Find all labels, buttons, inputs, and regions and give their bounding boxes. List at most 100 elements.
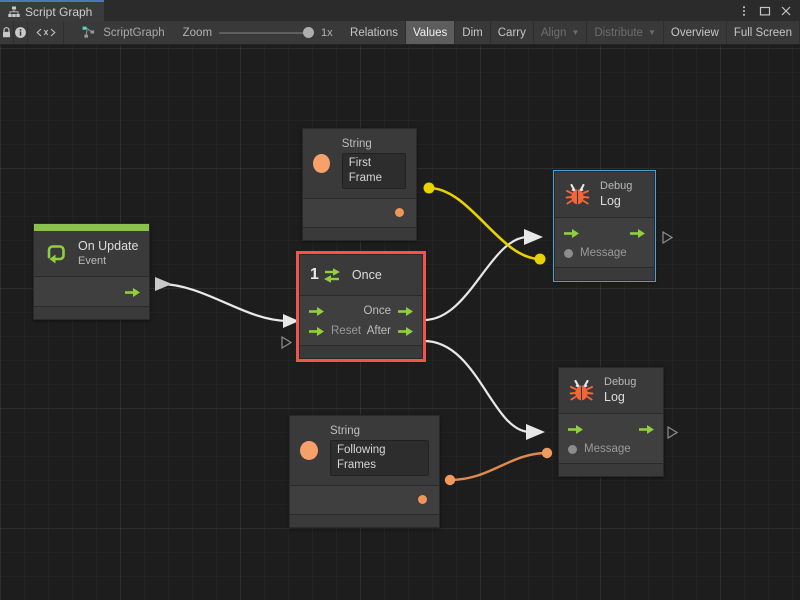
graph-canvas[interactable]: On Update Event String First Frame: [0, 45, 800, 600]
node-footer: [303, 226, 416, 240]
flow-input-arrow-icon[interactable]: [309, 326, 324, 337]
node-footer: [555, 267, 654, 281]
chevron-down-icon: ▼: [571, 27, 580, 37]
toolbar-button-relations[interactable]: Relations: [343, 21, 406, 44]
tab-script-graph[interactable]: Script Graph: [0, 0, 105, 21]
toolbar-button-distribute-label: Distribute: [594, 26, 643, 39]
wire-onupdate-to-once[interactable]: [159, 282, 289, 323]
node-body: [303, 197, 416, 227]
port-row-message: Message: [559, 439, 663, 459]
node-debug-log-1[interactable]: Debug Log Message: [553, 169, 656, 283]
port-row-output-flow: [34, 282, 149, 302]
window-tab-strip: Script Graph: [0, 0, 800, 21]
wire-debuglog2-input-arrow: [526, 424, 545, 440]
string-value-field[interactable]: First Frame: [341, 153, 406, 189]
code-view-button[interactable]: [28, 21, 64, 44]
toolbar-button-carry[interactable]: Carry: [491, 21, 534, 44]
debuglog1-flow-external-port-icon[interactable]: [662, 231, 673, 244]
node-title: On Update: [78, 239, 139, 253]
node-once[interactable]: 1 Once Once: [296, 251, 426, 362]
chevron-down-icon: ▼: [647, 27, 656, 37]
angle-brackets-icon: [35, 28, 56, 37]
node-subtitle: Event: [78, 254, 107, 267]
close-icon[interactable]: [780, 5, 792, 17]
node-debug-log-2[interactable]: Debug Log Message: [558, 367, 664, 478]
node-title: String: [341, 138, 372, 150]
wire-once-to-debuglog2[interactable]: [423, 339, 531, 434]
reset-input-label: Reset: [331, 325, 362, 337]
toolbar-button-align-label: Align: [540, 26, 567, 39]
once-output-label: Once: [363, 305, 392, 317]
message-input-label: Message: [580, 247, 627, 260]
wire-string1-target-knob: [534, 253, 546, 265]
toolbar-button-values[interactable]: Values: [405, 21, 456, 44]
node-title-group: String Following Frames: [329, 425, 429, 476]
kebab-menu-icon[interactable]: [738, 5, 750, 17]
toolbar-button-distribute[interactable]: Distribute ▼: [587, 21, 664, 44]
node-body: Message: [559, 414, 663, 464]
flow-output-arrow-icon[interactable]: [125, 287, 140, 298]
flow-output-arrow-icon[interactable]: [639, 424, 654, 435]
node-header: String First Frame: [303, 129, 416, 198]
maximize-icon[interactable]: [759, 5, 771, 17]
node-string-following-frames[interactable]: String Following Frames: [289, 415, 440, 528]
value-output-port[interactable]: [395, 208, 404, 218]
flow-input-arrow-icon[interactable]: [568, 424, 583, 435]
message-input-port[interactable]: [564, 248, 573, 258]
node-on-update[interactable]: On Update Event: [33, 223, 150, 321]
bug-icon: [565, 184, 590, 205]
port-row-once: Once: [300, 301, 422, 321]
graph-name-field[interactable]: ScriptGraph: [70, 21, 174, 44]
zoom-control[interactable]: Zoom 1x: [175, 21, 343, 44]
string-value-field[interactable]: Following Frames: [329, 440, 429, 476]
port-row-reset-after: Reset After: [300, 321, 422, 341]
node-header: 1 Once: [300, 255, 422, 296]
node-subtitle: Log: [604, 389, 625, 404]
node-body: Message: [555, 218, 654, 268]
node-body: [290, 484, 439, 514]
graph-toolbar: ScriptGraph Zoom 1x Relations Values Dim…: [0, 21, 800, 45]
toolbar-button-align[interactable]: Align ▼: [534, 21, 588, 44]
toolbar-button-dim[interactable]: Dim: [455, 21, 491, 44]
once-icon-group: 1: [310, 264, 343, 286]
message-input-group: Message: [568, 443, 631, 455]
port-row-flow: [559, 419, 663, 439]
once-counter-icon: [323, 268, 340, 283]
node-string-first-frame[interactable]: String First Frame: [302, 128, 417, 241]
flow-input-arrow-icon[interactable]: [309, 306, 324, 317]
wire-debuglog1-input-arrow: [524, 229, 543, 245]
toolbar-button-full-screen[interactable]: Full Screen: [727, 21, 800, 44]
wire-string2-to-debuglog2-message[interactable]: [449, 451, 548, 482]
node-title: String: [329, 425, 361, 437]
wire-string1-to-debuglog1-message[interactable]: [428, 186, 541, 261]
node-header: Debug Log: [559, 368, 663, 415]
message-input-label: Message: [584, 443, 631, 456]
message-input-port[interactable]: [568, 444, 577, 454]
node-accent-bar: [34, 224, 149, 231]
debuglog2-flow-external-port-icon[interactable]: [667, 426, 678, 439]
graph-name-label: ScriptGraph: [103, 26, 165, 39]
zoom-value: 1x: [321, 26, 333, 39]
once-count-badge: 1: [310, 266, 319, 283]
zoom-slider-knob[interactable]: [303, 27, 315, 38]
node-footer: [300, 345, 422, 358]
flow-output-arrow-icon[interactable]: [630, 228, 645, 239]
wire-once-to-debuglog1[interactable]: [423, 235, 529, 322]
reset-input-group: Reset: [309, 325, 361, 337]
lock-button[interactable]: [0, 21, 15, 44]
node-title-group: String First Frame: [341, 138, 406, 189]
graph-hierarchy-icon: [8, 6, 20, 17]
wire-string2-source-knob: [444, 474, 456, 486]
info-button[interactable]: [14, 21, 29, 44]
node-title-group: Debug Log: [604, 376, 636, 405]
node-title: Once: [351, 268, 382, 282]
zoom-slider[interactable]: [219, 26, 315, 40]
value-output-port[interactable]: [418, 495, 427, 505]
node-footer: [290, 513, 439, 527]
flow-output-arrow-icon[interactable]: [398, 306, 413, 317]
flow-input-arrow-icon[interactable]: [564, 228, 579, 239]
toolbar-button-overview[interactable]: Overview: [664, 21, 727, 44]
once-reset-external-port-icon[interactable]: [281, 336, 292, 349]
string-value-icon: [313, 153, 330, 173]
flow-output-arrow-icon[interactable]: [398, 326, 413, 337]
